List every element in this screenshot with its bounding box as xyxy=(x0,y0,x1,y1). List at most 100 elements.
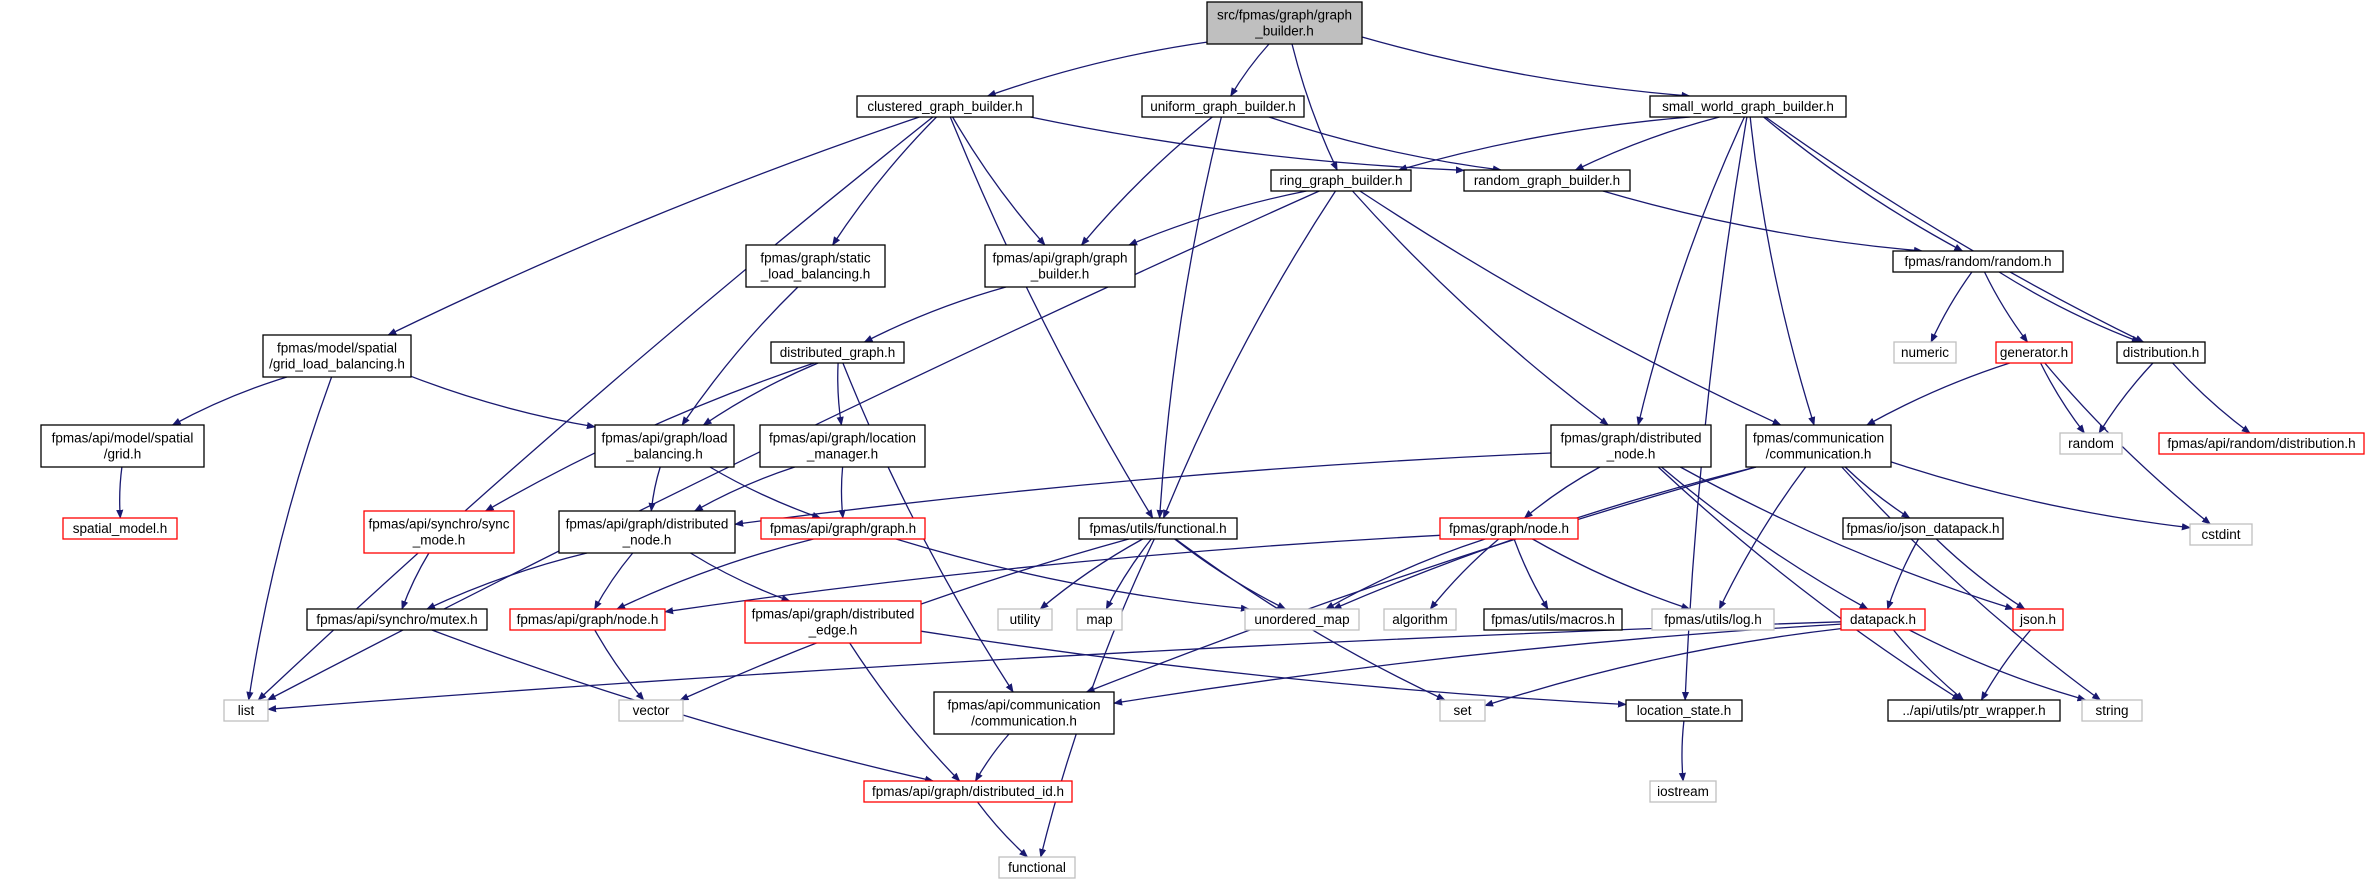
node-box xyxy=(744,600,922,644)
node-graph-distributed-node[interactable]: fpmas/graph/distributed_node.h xyxy=(1550,424,1712,468)
node-label: /communication.h xyxy=(971,714,1077,729)
edge-api_location_manager-to-api_graph xyxy=(838,466,846,519)
node-map: map xyxy=(1076,608,1123,631)
edge-communication-to-cstdint xyxy=(1890,461,2191,531)
node-ptr-wrapper[interactable]: ../api/utils/ptr_wrapper.h xyxy=(1887,699,2061,722)
node-box xyxy=(1206,1,1363,45)
node-root[interactable]: src/fpmas/graph/graph_builder.h xyxy=(1206,1,1363,45)
node-json-datapack[interactable]: fpmas/io/json_datapack.h xyxy=(1842,517,2004,540)
edge-api_graph-to-api_node xyxy=(616,538,814,610)
edge-ring-to-communication xyxy=(1359,190,1782,426)
edge-small_world-to-communication xyxy=(1749,116,1816,426)
node-box xyxy=(1887,699,2061,722)
edge-root-to-clustered xyxy=(986,41,1208,97)
edge-grid_lb-to-list xyxy=(246,376,333,701)
node-api-lb[interactable]: fpmas/api/graph/load_balancing.h xyxy=(594,424,735,468)
node-label: uniform_graph_builder.h xyxy=(1150,99,1296,114)
node-uniform[interactable]: uniform_graph_builder.h xyxy=(1141,95,1305,118)
node-distributed-graph[interactable]: distributed_graph.h xyxy=(770,341,905,364)
edge-api_graph_builder-to-distributed_graph xyxy=(863,286,1007,343)
node-label: fpmas/model/spatial xyxy=(277,341,397,356)
node-grid-lb[interactable]: fpmas/model/spatial/grid_load_balancing.… xyxy=(262,334,412,378)
node-box xyxy=(997,608,1053,631)
node-api-distributed-node[interactable]: fpmas/api/graph/distributed_node.h xyxy=(558,510,736,554)
edge-distribution-to-random xyxy=(2098,362,2154,434)
edge-api_communication-to-api_distributed_id xyxy=(974,733,1010,782)
edge-generator-to-random xyxy=(2040,362,2085,434)
node-random-gb[interactable]: random_graph_builder.h xyxy=(1463,169,1631,192)
node-api-random-distribution[interactable]: fpmas/api/random/distribution.h xyxy=(2158,432,2365,455)
node-label: fpmas/api/graph/distributed xyxy=(566,517,729,532)
node-generator[interactable]: generator.h xyxy=(1995,341,2073,364)
node-distribution[interactable]: distribution.h xyxy=(2116,341,2206,364)
node-label: fpmas/utils/macros.h xyxy=(1491,612,1615,627)
node-box xyxy=(1840,608,1926,631)
edge-distributed_graph-to-api_lb xyxy=(702,362,819,426)
edge-json-to-ptr_wrapper xyxy=(1980,629,2032,701)
node-api-location-manager[interactable]: fpmas/api/graph/location_manager.h xyxy=(759,424,926,468)
node-label: iostream xyxy=(1657,784,1709,799)
node-label: _edge.h xyxy=(808,623,858,638)
node-box xyxy=(1842,517,2004,540)
node-label: random xyxy=(2068,436,2114,451)
node-label: /grid.h xyxy=(104,447,142,462)
edge-clustered-to-static_lb xyxy=(832,116,937,246)
node-box xyxy=(2059,432,2123,455)
node-list: list xyxy=(223,699,269,722)
node-label: _balancing.h xyxy=(625,447,703,462)
edge-api_distributed_id-to-functional xyxy=(976,801,1029,858)
node-cstdint: cstdint xyxy=(2189,523,2253,546)
node-label: list xyxy=(238,703,255,718)
node-api-communication[interactable]: fpmas/api/communication/communication.h xyxy=(933,691,1115,735)
node-vector: vector xyxy=(618,699,684,722)
edge-api_grid-to-spatial_model xyxy=(116,466,124,519)
node-label: fpmas/api/graph/location xyxy=(769,431,916,446)
node-spatial-model[interactable]: spatial_model.h xyxy=(62,517,178,540)
edge-api_location_manager-to-api_distributed_node xyxy=(693,466,796,512)
node-location-state[interactable]: location_state.h xyxy=(1625,699,1743,722)
edge-api_node-to-vector xyxy=(594,629,645,701)
node-label: fpmas/graph/distributed xyxy=(1560,431,1701,446)
edge-fpmas_random-to-numeric xyxy=(1930,271,1973,343)
edge-api_distributed_node-to-api_node xyxy=(594,552,634,610)
edge-json_datapack-to-datapack xyxy=(1886,538,1919,610)
node-label: fpmas/communication xyxy=(1753,431,1884,446)
node-api-graph-builder[interactable]: fpmas/api/graph/graph_builder.h xyxy=(984,244,1136,288)
node-api-grid[interactable]: fpmas/api/model/spatial/grid.h xyxy=(40,424,205,468)
node-ring[interactable]: ring_graph_builder.h xyxy=(1270,169,1412,192)
node-api-node[interactable]: fpmas/api/graph/node.h xyxy=(509,608,666,631)
node-label: random_graph_builder.h xyxy=(1474,173,1620,188)
node-fpmas-random[interactable]: fpmas/random/random.h xyxy=(1892,250,2064,273)
node-label: src/fpmas/graph/graph xyxy=(1217,8,1352,23)
edge-root-to-small_world xyxy=(1361,36,1691,99)
node-api-distributed-id[interactable]: fpmas/api/graph/distributed_id.h xyxy=(863,780,1073,803)
node-api-mutex[interactable]: fpmas/api/synchro/mutex.h xyxy=(306,608,488,631)
node-clustered[interactable]: clustered_graph_builder.h xyxy=(856,95,1034,118)
edge-distributed_graph-to-api_location_manager xyxy=(836,362,844,426)
node-numeric: numeric xyxy=(1893,341,1957,364)
node-label: string xyxy=(2095,703,2128,718)
node-api-sync-mode[interactable]: fpmas/api/synchro/sync_mode.h xyxy=(363,510,515,554)
edge-functional_h-to-map xyxy=(1105,538,1152,610)
node-utility: utility xyxy=(997,608,1053,631)
edge-graph_distributed_node-to-json xyxy=(1679,466,2015,611)
edge-graph_node-to-log xyxy=(1532,538,1691,610)
node-api-graph[interactable]: fpmas/api/graph/graph.h xyxy=(760,517,926,540)
node-small-world[interactable]: small_world_graph_builder.h xyxy=(1649,95,1847,118)
node-macros[interactable]: fpmas/utils/macros.h xyxy=(1483,608,1623,631)
node-box xyxy=(558,510,736,554)
node-api-distributed-edge[interactable]: fpmas/api/graph/distributed_edge.h xyxy=(744,600,922,644)
node-graph-node[interactable]: fpmas/graph/node.h xyxy=(1439,517,1579,540)
node-static-lb[interactable]: fpmas/graph/static_load_balancing.h xyxy=(745,244,886,288)
node-communication[interactable]: fpmas/communication/communication.h xyxy=(1745,424,1892,468)
node-unordered-map: unordered_map xyxy=(1244,608,1360,631)
node-box xyxy=(262,334,412,378)
edge-graph_distributed_node-to-api_distributed_node xyxy=(734,452,1552,527)
edge-random_gb-to-fpmas_random xyxy=(1602,190,1923,254)
node-label: fpmas/graph/static xyxy=(760,251,871,266)
node-functional-h[interactable]: fpmas/utils/functional.h xyxy=(1078,517,1238,540)
node-datapack[interactable]: datapack.h xyxy=(1840,608,1926,631)
node-json[interactable]: json.h xyxy=(2012,608,2064,631)
node-label: fpmas/api/synchro/sync xyxy=(368,517,509,532)
edge-small_world-to-random_gb xyxy=(1574,116,1720,171)
